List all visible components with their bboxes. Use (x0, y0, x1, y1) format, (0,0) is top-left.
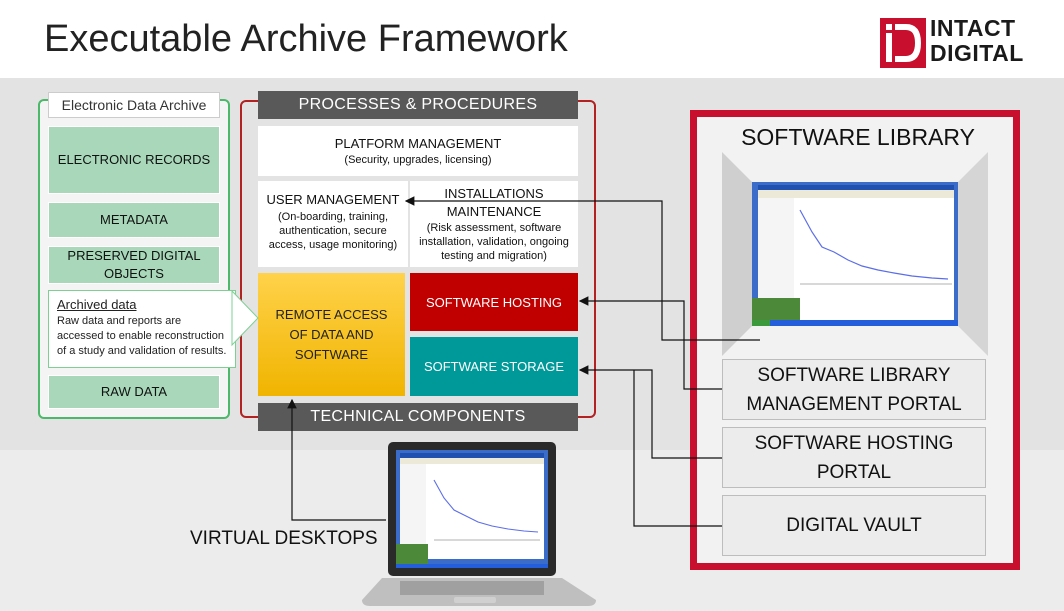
logo-text: INTACT DIGITAL (930, 16, 1024, 66)
library-app-toolbar (758, 190, 954, 198)
installations-maintenance-title: INSTALLATIONS MAINTENANCE (444, 186, 544, 219)
software-library-screenshot (722, 152, 988, 356)
laptop-app-chart-line (433, 479, 539, 533)
user-management-box: USER MANAGEMENT (On-boarding, training, … (258, 181, 408, 267)
technical-components-bar: TECHNICAL COMPONENTS (258, 403, 578, 431)
archived-data-heading: Archived data (57, 297, 137, 312)
electronic-data-archive-title: Electronic Data Archive (48, 92, 220, 118)
page-title: Executable Archive Framework (44, 18, 568, 60)
software-library-management-portal: SOFTWARE LIBRARY MANAGEMENT PORTAL (722, 359, 986, 420)
laptop-keyboard (400, 581, 544, 595)
laptop-taskbar (396, 564, 548, 568)
library-app-sidebar (758, 198, 794, 298)
logo-line-1: INTACT (930, 15, 1016, 41)
library-taskbar (752, 320, 958, 326)
electronic-records-box: ELECTRONIC RECORDS (48, 126, 220, 194)
software-hosting-box: SOFTWARE HOSTING (410, 273, 578, 331)
virtual-desktops-label: VIRTUAL DESKTOPS (190, 528, 378, 549)
library-desktop-hill (752, 298, 800, 320)
installations-maintenance-box: INSTALLATIONS MAINTENANCE (Risk assessme… (410, 181, 578, 267)
laptop-icon (362, 442, 596, 606)
digital-vault: DIGITAL VAULT (722, 495, 986, 556)
laptop-app-toolbar (400, 458, 544, 464)
laptop-app-titlebar (400, 453, 544, 458)
software-storage-box: SOFTWARE STORAGE (410, 337, 578, 396)
archived-data-text: Raw data and reports are accessed to ena… (57, 315, 227, 357)
metadata-box: METADATA (48, 202, 220, 238)
archived-data-callout: Archived data Raw data and reports are a… (48, 290, 236, 368)
processes-procedures-bar: PROCESSES & PROCEDURES (258, 91, 578, 119)
user-management-title: USER MANAGEMENT (266, 192, 400, 207)
platform-management-detail: (Security, upgrades, licensing) (344, 154, 492, 166)
laptop-desktop-hill (396, 544, 428, 564)
laptop-app-sidebar (400, 464, 426, 544)
raw-data-box: RAW DATA (48, 375, 220, 409)
remote-access-box: REMOTE ACCESS OF DATA AND SOFTWARE (258, 273, 405, 396)
software-hosting-portal: SOFTWARE HOSTING PORTAL (722, 427, 986, 488)
platform-management-title: PLATFORM MANAGEMENT (334, 136, 502, 151)
iD-logo-icon (880, 18, 926, 68)
user-management-detail: (On-boarding, training, authentication, … (268, 211, 398, 251)
installations-maintenance-detail: (Risk assessment, software installation,… (419, 222, 569, 262)
preserved-digital-objects-box: PRESERVED DIGITAL OBJECTS (48, 246, 220, 284)
library-right-panel (958, 152, 988, 356)
laptop-trackpad (454, 597, 496, 603)
library-left-panel (722, 152, 752, 356)
library-app-chart-line (799, 209, 949, 280)
platform-management-box: PLATFORM MANAGEMENT (Security, upgrades,… (258, 126, 578, 176)
software-library-title: SOFTWARE LIBRARY (741, 124, 975, 150)
logo-mark-svg (880, 18, 926, 68)
library-app-titlebar (758, 185, 954, 190)
logo-line-2: DIGITAL (930, 40, 1024, 66)
library-start-button (752, 320, 770, 326)
